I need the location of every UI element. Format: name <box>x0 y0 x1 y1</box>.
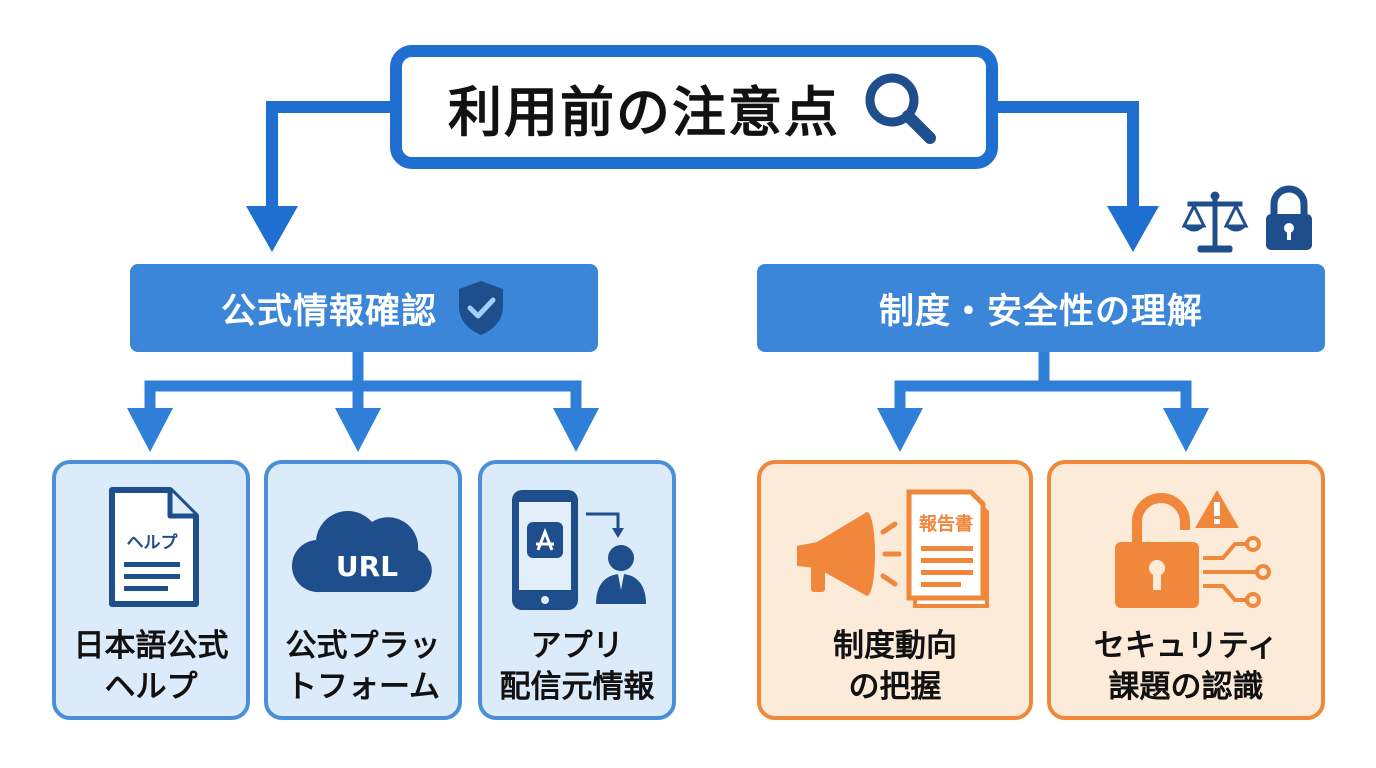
category-official-info: 公式情報確認 <box>130 264 598 352</box>
card-system-trends: 報告書 制度動向 の把握 <box>757 460 1033 720</box>
card-app-publisher: アプリ 配信元情報 <box>478 460 676 720</box>
scale-icon <box>1181 191 1249 253</box>
document-icon: ヘルプ <box>109 487 199 607</box>
category-title: 制度・安全性の理解 <box>878 291 1203 332</box>
root-title: 利用前の注意点 <box>448 80 840 144</box>
shield-check-icon <box>459 281 503 335</box>
card-label: アプリ 配信元情報 <box>499 628 655 705</box>
card-japanese-help: ヘルプ 日本語公式 ヘルプ <box>52 460 250 720</box>
document-icon-text: ヘルプ <box>127 532 179 553</box>
report-icon-text: 報告書 <box>919 513 973 535</box>
unlocked-warning-icon <box>1115 490 1271 608</box>
card-label: セキュリティ 課題の認識 <box>1093 628 1279 705</box>
search-icon <box>865 73 936 144</box>
category-title: 公式情報確認 <box>220 291 437 332</box>
cloud-icon-text: URL <box>336 550 398 583</box>
cloud-icon: URL <box>291 511 432 593</box>
category-system-safety: 制度・安全性の理解 <box>757 264 1325 352</box>
lock-icon <box>1266 185 1312 250</box>
card-official-platform: URL 公式プラッ トフォーム <box>264 460 462 720</box>
megaphone-report-icon: 報告書 <box>797 489 989 608</box>
card-label: 制度動向 の把握 <box>833 628 957 705</box>
card-security-issues: セキュリティ 課題の認識 <box>1047 460 1325 720</box>
card-label: 日本語公式 ヘルプ <box>73 628 229 705</box>
phone-app-publisher-icon <box>512 490 646 610</box>
root-title-box: 利用前の注意点 <box>390 45 998 169</box>
card-label: 公式プラッ トフォーム <box>285 628 441 705</box>
